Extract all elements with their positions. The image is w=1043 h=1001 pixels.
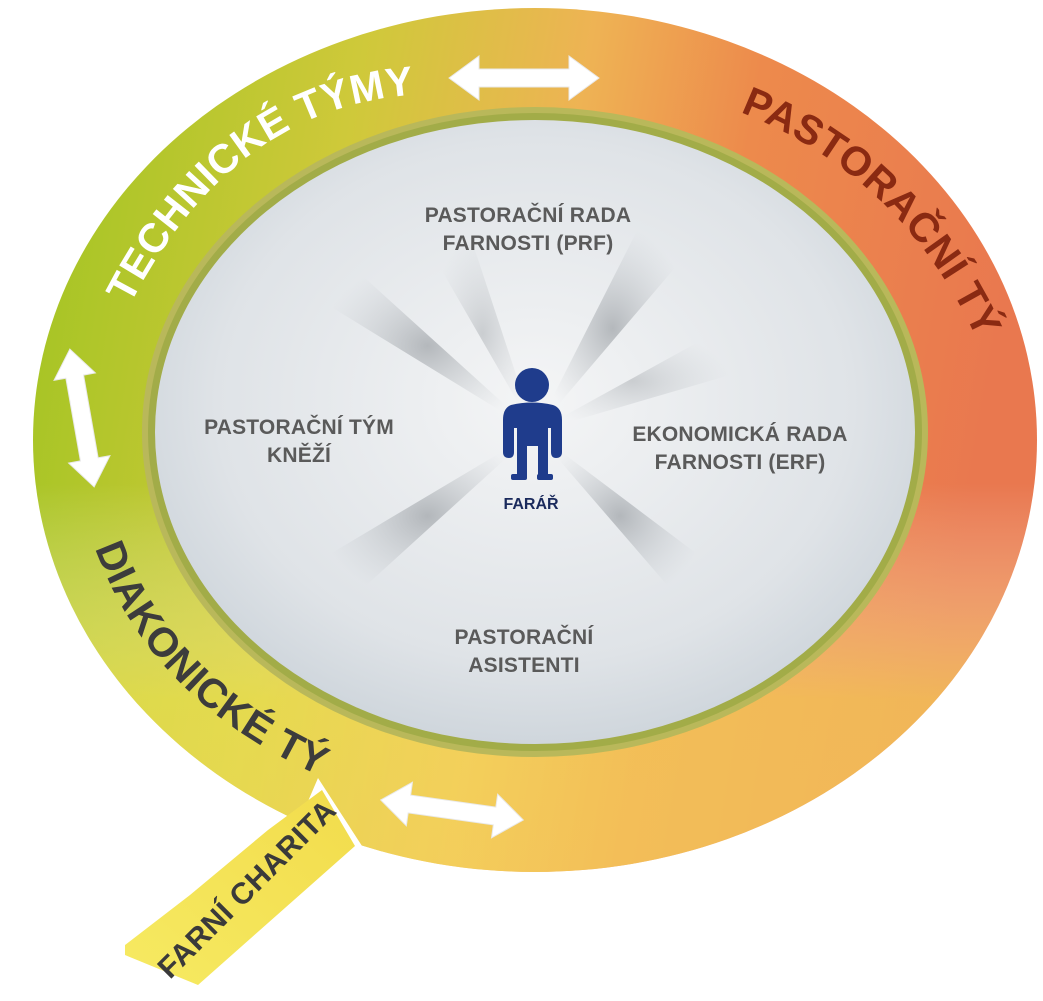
sector-top-line2: FARNOSTI (PRF) — [443, 232, 614, 255]
person-icon — [503, 368, 562, 480]
center-rays — [320, 225, 730, 600]
sector-left-line2: KNĚŽÍ — [267, 443, 332, 467]
sector-right: EKONOMICKÁ RADA FARNOSTI (ERF) — [632, 423, 847, 474]
sector-top: PASTORAČNÍ RADA FARNOSTI (PRF) — [425, 203, 631, 255]
double-arrow-icon — [53, 348, 111, 488]
double-arrow-icon — [448, 55, 600, 101]
sector-right-line2: FARNOSTI (ERF) — [655, 451, 826, 474]
sector-right-line1: EKONOMICKÁ RADA — [632, 423, 847, 446]
double-arrow-icon — [379, 781, 525, 839]
sector-left-line1: PASTORAČNÍ TÝM — [204, 415, 394, 439]
sector-bottom: PASTORAČNÍ ASISTENTI — [455, 625, 595, 677]
sector-top-line1: PASTORAČNÍ RADA — [425, 203, 631, 227]
farar-label: FARÁŘ — [503, 494, 559, 513]
sector-bottom-line2: ASISTENTI — [468, 654, 579, 677]
sector-left: PASTORAČNÍ TÝM KNĚŽÍ — [204, 415, 394, 467]
sector-bottom-line1: PASTORAČNÍ — [455, 625, 595, 649]
farni-charita-tab: FARNÍ CHARITA — [125, 778, 362, 1001]
